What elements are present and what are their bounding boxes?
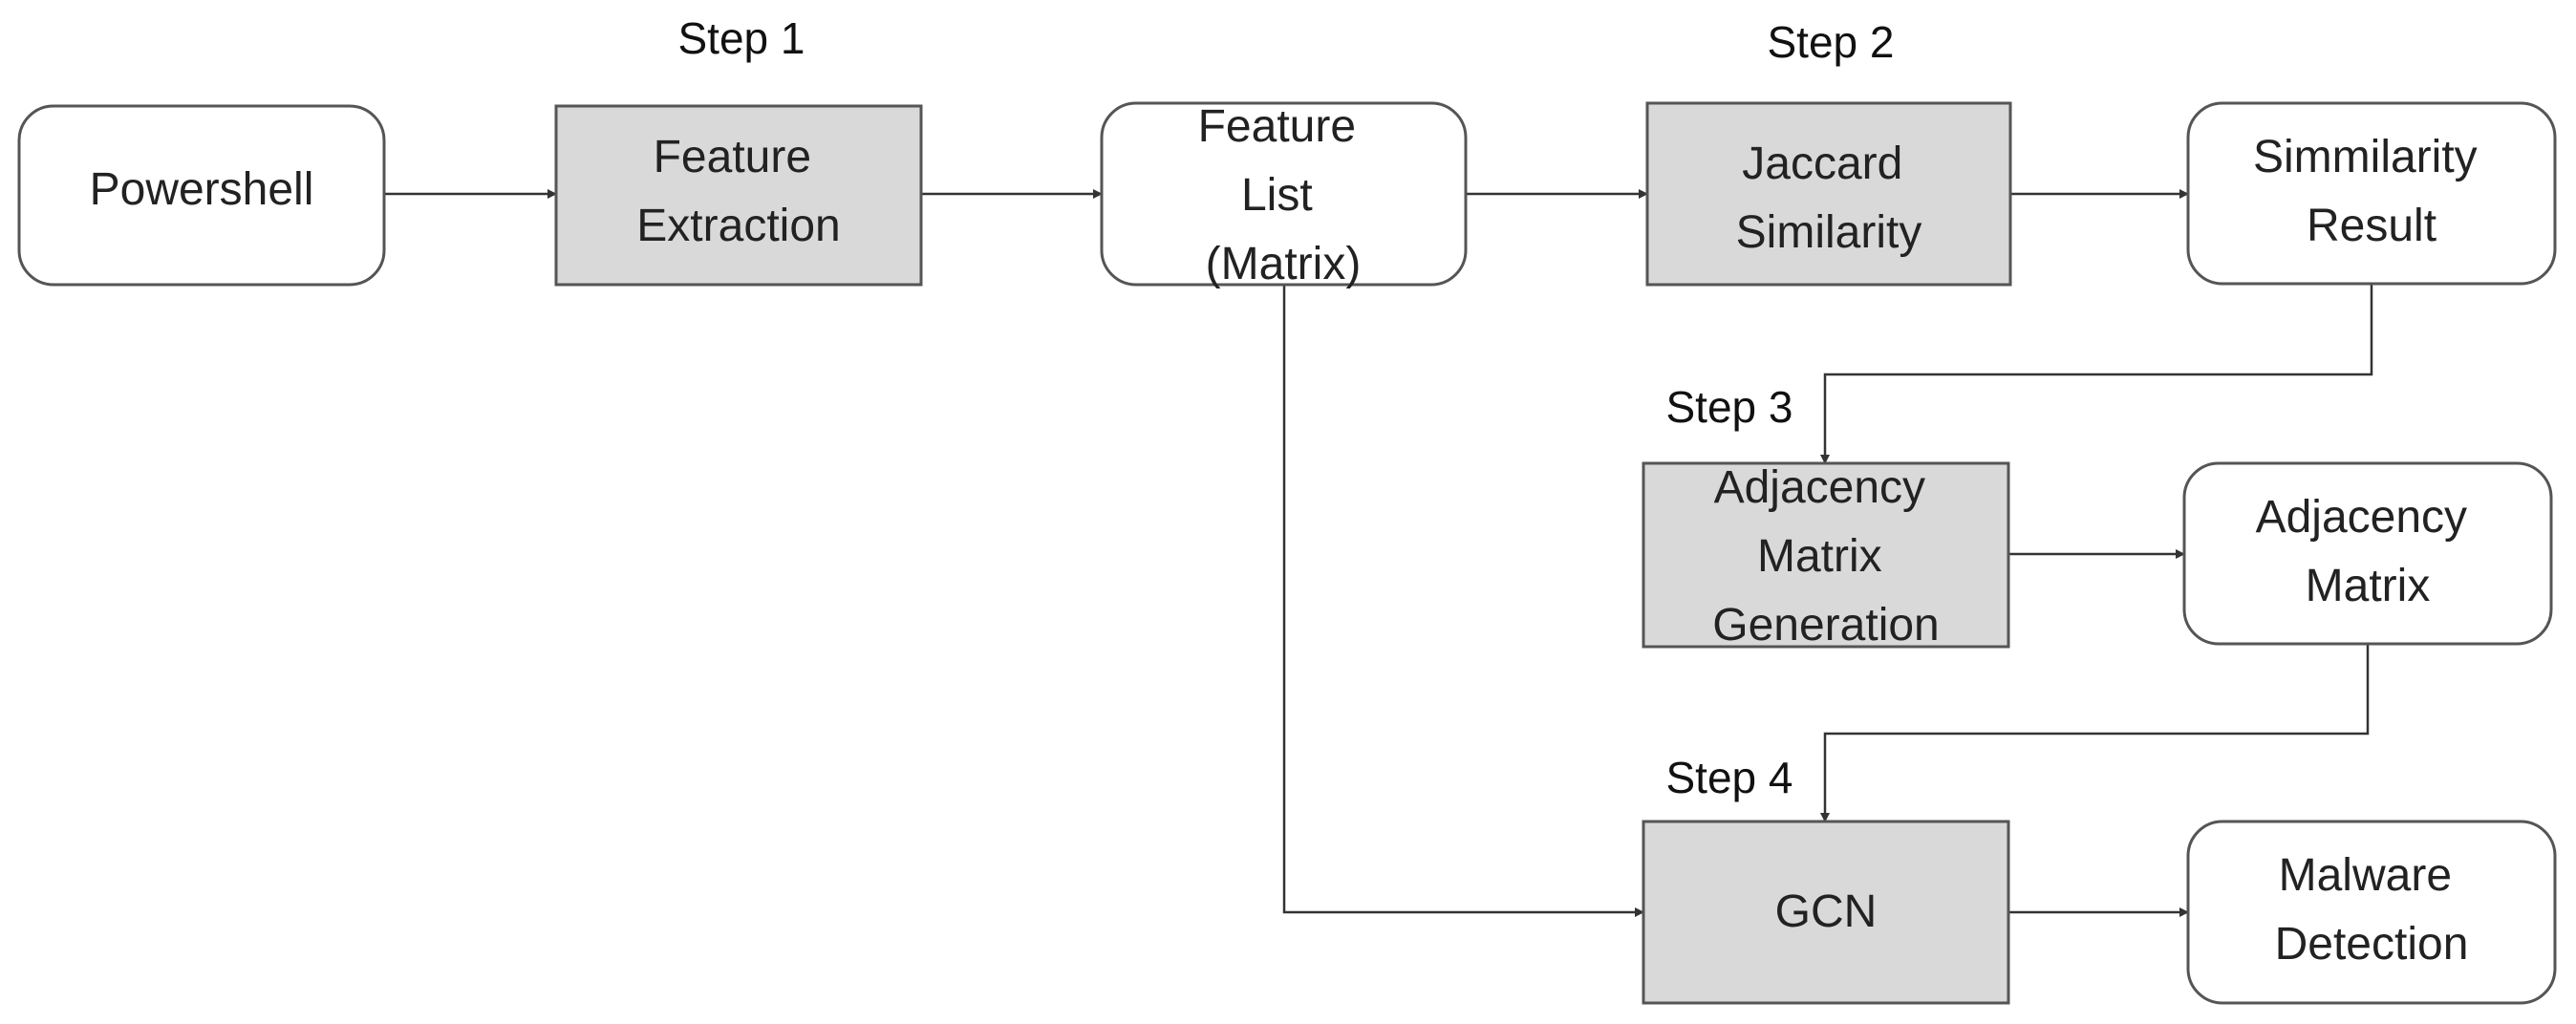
node-powershell-label: Powershell	[90, 164, 314, 215]
node-feature-list: Feature List (Matrix)	[1100, 101, 1468, 289]
step-3-label: Step 3	[1666, 382, 1793, 432]
node-jaccard-similarity: Jaccard Similarity	[1645, 101, 2012, 287]
node-powershell: Powershell	[17, 104, 386, 287]
node-feature-extraction-label: Feature Extraction	[636, 132, 840, 251]
step-4-label: Step 4	[1666, 753, 1793, 802]
edge-feature-list-to-gcn	[1282, 285, 1644, 917]
node-adjacency-generation: Adjacency Matrix Generation	[1642, 461, 2010, 651]
node-gcn-label: GCN	[1775, 886, 1878, 937]
step-1-label: Step 1	[678, 13, 805, 63]
node-adjacency-matrix-label: Adjacency Matrix	[2256, 492, 2480, 611]
edges	[384, 189, 2373, 917]
node-gcn: GCN	[1642, 820, 2010, 1005]
node-adjacency-matrix: Adjacency Matrix	[2182, 461, 2553, 646]
step-2-label: Step 2	[1768, 17, 1895, 67]
node-jaccard-similarity-label: Jaccard Similarity	[1736, 139, 1922, 258]
edge-similarity-result-to-adjacency-generation	[1820, 284, 2373, 464]
node-adjacency-generation-label: Adjacency Matrix Generation	[1712, 462, 1940, 651]
node-similarity-result-label: Simmilarity Result	[2253, 132, 2490, 251]
node-feature-list-label: Feature List (Matrix)	[1198, 101, 1369, 289]
node-malware-detection-label: Malware Detection	[2275, 850, 2469, 970]
node-similarity-result: Simmilarity Result	[2186, 101, 2557, 286]
edge-adjacency-matrix-to-gcn	[1820, 644, 2370, 822]
node-malware-detection: Malware Detection	[2186, 820, 2557, 1005]
node-feature-extraction: Feature Extraction	[554, 104, 923, 287]
